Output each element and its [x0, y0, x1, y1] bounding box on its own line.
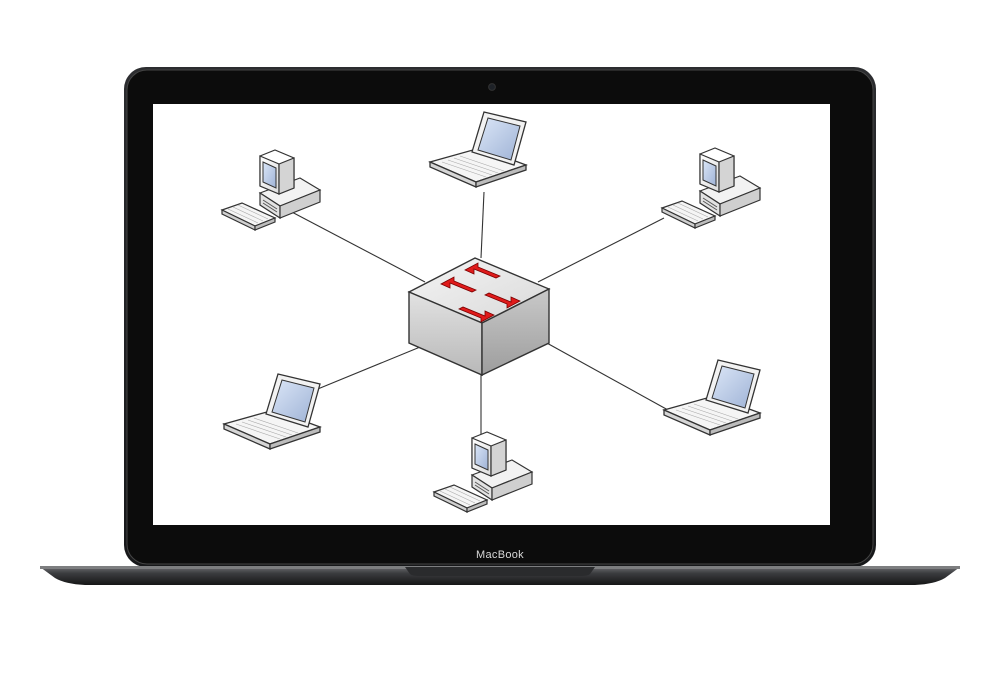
switch-icon — [407, 257, 551, 377]
camera — [488, 83, 496, 91]
switch-arrows — [440, 262, 521, 323]
device-brand-label: MacBook — [476, 549, 524, 561]
link-lines — [287, 191, 669, 440]
network-diagram — [221, 111, 761, 513]
